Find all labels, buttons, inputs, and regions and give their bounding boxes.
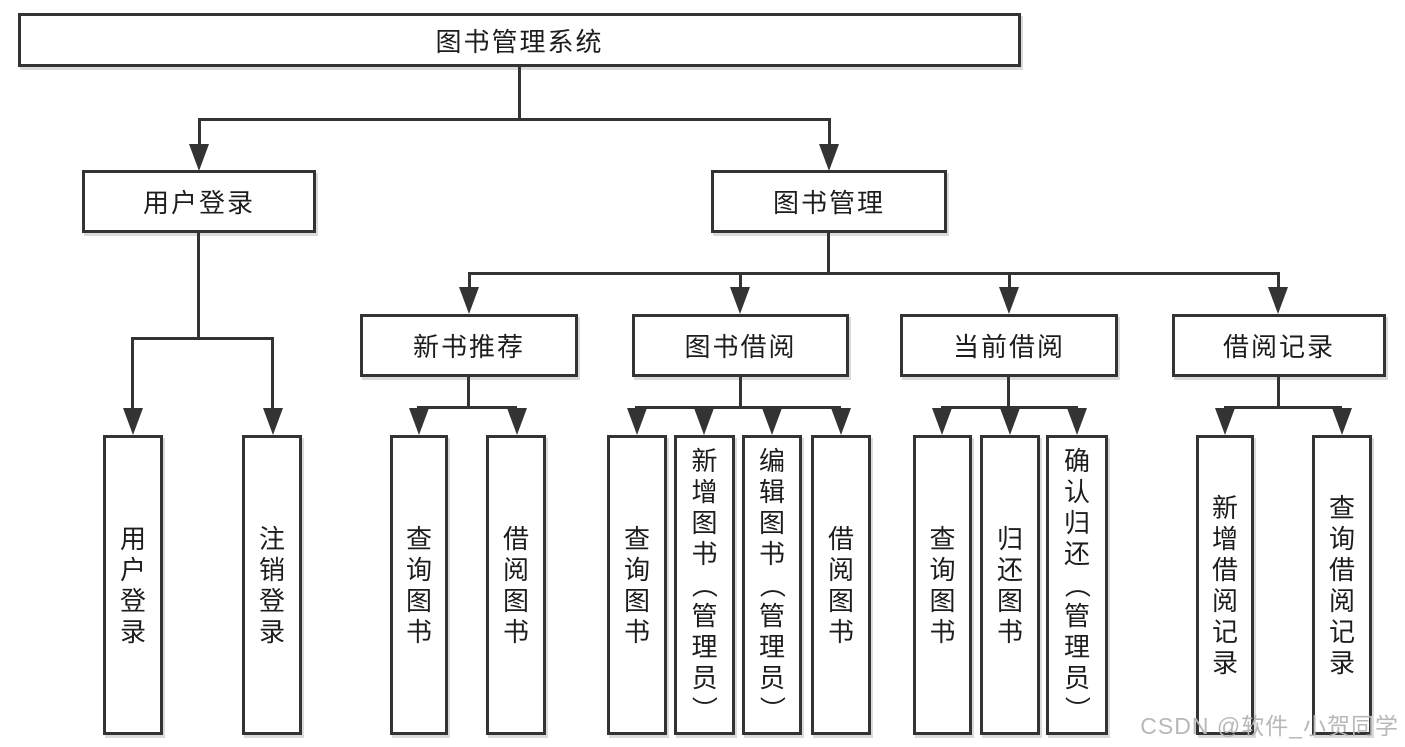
node-root: 图书管理系统	[18, 13, 1021, 67]
node-root-label: 图书管理系统	[435, 26, 604, 57]
arrowhead-current-return	[1000, 408, 1020, 435]
arrowhead-current-confirm	[1067, 408, 1087, 435]
leaf-return-books: 归还图书	[980, 435, 1040, 735]
leaf-return-books-label: 归还图书	[996, 523, 1023, 647]
node-current-borrow-label: 当前借阅	[952, 332, 1065, 362]
arrowhead-leaf-login	[123, 408, 143, 435]
connector-drop-recommend	[468, 272, 471, 289]
node-borrow-records-label: 借阅记录	[1222, 332, 1335, 362]
leaf-user-login: 用户登录	[103, 435, 163, 735]
node-new-book-recommend-label: 新书推荐	[412, 332, 525, 362]
arrowhead-recommend	[459, 287, 479, 314]
arrowhead-user-login	[189, 144, 209, 171]
arrowhead-records	[1268, 287, 1288, 314]
leaf-borrow-books: 借阅图书	[811, 435, 871, 735]
connector-drop-book-mgmt	[828, 118, 831, 146]
arrowhead-records-add	[1215, 408, 1235, 435]
connector-recommend-stem	[467, 377, 470, 408]
leaf-add-borrow-record: 新增借阅记录	[1196, 435, 1254, 735]
arrowhead-current-query	[932, 408, 952, 435]
connector-current-bus	[941, 406, 1078, 409]
arrowhead-records-query	[1332, 408, 1352, 435]
leaf-user-login-label: 用户登录	[119, 523, 146, 647]
connector-drop-leaf-login	[131, 337, 134, 410]
node-book-management-label: 图书管理	[772, 188, 885, 218]
csdn-watermark: CSDN @软件_小贺同学	[1140, 713, 1399, 739]
leaf-edit-books-admin: 编辑图书（管理员）	[742, 435, 802, 735]
leaf-recommend-query-books-label: 查询图书	[405, 523, 432, 647]
connector-root-bus	[198, 118, 830, 121]
node-borrow-records: 借阅记录	[1172, 314, 1386, 377]
node-book-borrow-label: 图书借阅	[684, 332, 797, 362]
leaf-borrow-books-label: 借阅图书	[827, 523, 854, 647]
connector-userlogin-bus	[131, 337, 274, 340]
connector-bookmgmt-stem	[827, 233, 830, 272]
leaf-borrow-query-books-label: 查询图书	[623, 523, 650, 647]
arrowhead-book-mgmt	[819, 144, 839, 171]
connector-drop-leaf-logout	[271, 337, 274, 410]
connector-bookmgmt-bus	[468, 272, 1280, 275]
node-new-book-recommend: 新书推荐	[360, 314, 578, 377]
connector-borrow-bus	[635, 406, 841, 409]
connector-borrow-stem	[739, 377, 742, 408]
connector-drop-records	[1277, 272, 1280, 289]
connector-drop-current	[1008, 272, 1011, 289]
leaf-current-query-books-label: 查询图书	[929, 523, 956, 647]
node-user-login-label: 用户登录	[142, 188, 255, 218]
node-book-management: 图书管理	[711, 170, 947, 233]
arrowhead-borrow-add	[694, 408, 714, 435]
leaf-confirm-return-admin: 确认归还（管理员）	[1046, 435, 1108, 735]
leaf-query-borrow-record: 查询借阅记录	[1312, 435, 1372, 735]
leaf-recommend-borrow-books-label: 借阅图书	[502, 523, 529, 647]
connector-recommend-bus	[417, 406, 517, 409]
leaf-add-borrow-record-label: 新增借阅记录	[1211, 492, 1238, 678]
arrowhead-recommend-borrow	[507, 408, 527, 435]
leaf-query-borrow-record-label: 查询借阅记录	[1328, 492, 1355, 678]
connector-root-stem	[518, 67, 521, 118]
arrowhead-borrow	[730, 287, 750, 314]
leaf-add-books-admin: 新增图书（管理员）	[674, 435, 735, 735]
connector-records-bus	[1224, 406, 1342, 409]
leaf-current-query-books: 查询图书	[913, 435, 972, 735]
leaf-edit-books-admin-label: 编辑图书（管理员）	[756, 446, 787, 723]
leaf-logout-login-label: 注销登录	[258, 523, 285, 647]
connector-current-stem	[1007, 377, 1010, 408]
leaf-add-books-admin-label: 新增图书（管理员）	[689, 446, 720, 723]
leaf-confirm-return-admin-label: 确认归还（管理员）	[1061, 446, 1092, 723]
leaf-recommend-borrow-books: 借阅图书	[486, 435, 546, 735]
arrowhead-borrow-edit	[762, 408, 782, 435]
connector-records-stem	[1277, 377, 1280, 408]
arrowhead-recommend-query	[409, 408, 429, 435]
leaf-logout-login: 注销登录	[242, 435, 302, 735]
node-book-borrow: 图书借阅	[632, 314, 849, 377]
connector-drop-borrow	[739, 272, 742, 289]
node-user-login: 用户登录	[82, 170, 316, 233]
node-current-borrow: 当前借阅	[900, 314, 1118, 377]
connector-userlogin-stem	[197, 233, 200, 337]
leaf-borrow-query-books: 查询图书	[607, 435, 667, 735]
arrowhead-leaf-logout	[263, 408, 283, 435]
arrowhead-current	[999, 287, 1019, 314]
arrowhead-borrow-query	[627, 408, 647, 435]
arrowhead-borrow-borrow	[831, 408, 851, 435]
leaf-recommend-query-books: 查询图书	[390, 435, 448, 735]
connector-drop-user-login	[198, 118, 201, 146]
